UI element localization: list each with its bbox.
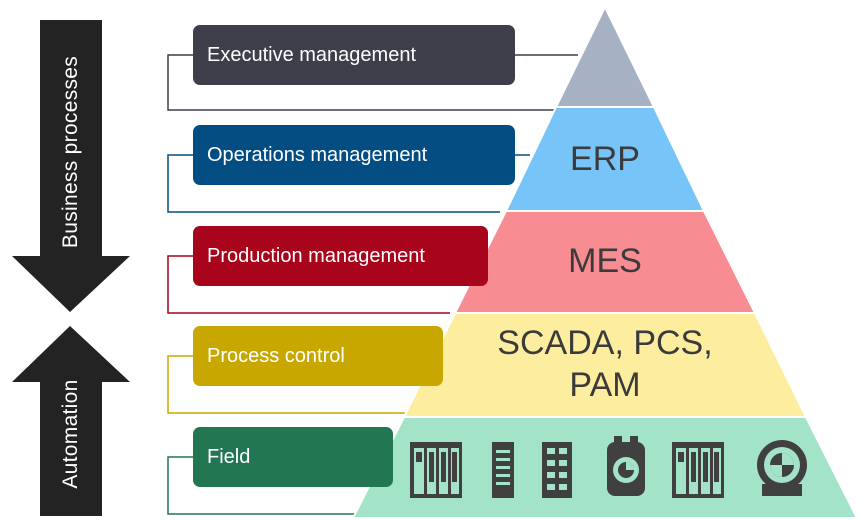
pyramid-label-mes: MES <box>568 242 642 280</box>
connector-field <box>167 456 360 515</box>
connector-process-control <box>167 355 410 414</box>
pyramid-layer-top <box>554 4 656 108</box>
pyramid-label-erp: ERP <box>570 140 640 178</box>
automation-arrow <box>12 326 130 516</box>
pump-icon <box>757 440 807 496</box>
plc-rack-icon <box>410 442 462 498</box>
business-processes-label: Business processes <box>59 55 82 249</box>
connector-operations <box>167 154 500 213</box>
level-executive-management: Executive management <box>193 25 515 85</box>
valve-actuator-icon <box>607 436 645 496</box>
connector-production <box>167 255 450 314</box>
automation-label: Automation <box>59 379 82 489</box>
level-process-control: Process control <box>193 326 443 386</box>
connector-executive <box>167 54 556 111</box>
level-production-management: Production management <box>193 226 488 286</box>
pyramid-label-scada: SCADA, PCS, PAM <box>497 324 713 404</box>
plc-rack-icon <box>672 442 724 498</box>
level-field: Field <box>193 427 393 487</box>
io-module-icon <box>542 442 572 498</box>
business-processes-arrow <box>12 20 130 312</box>
controller-module-icon <box>492 442 514 498</box>
level-operations-management: Operations management <box>193 125 515 185</box>
